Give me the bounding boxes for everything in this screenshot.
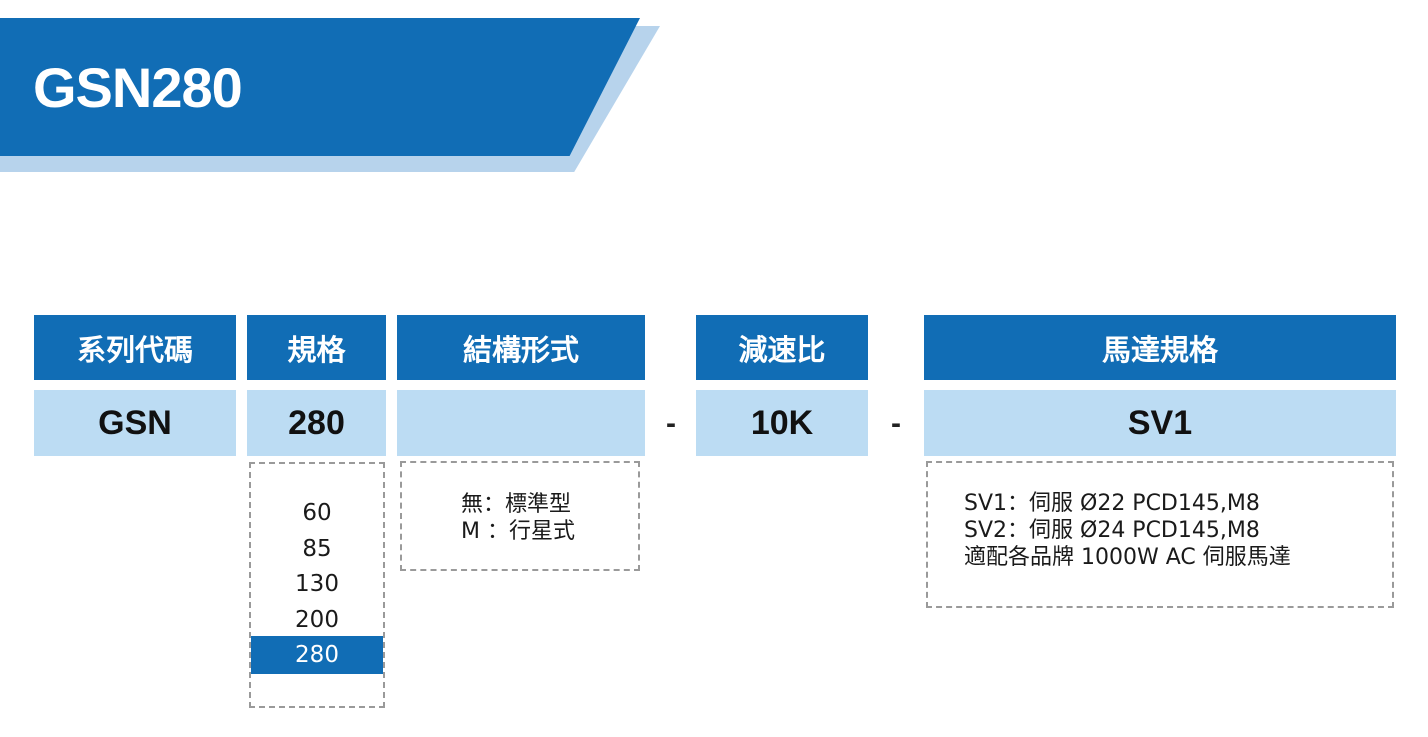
motor-note: 適配各品牌 1000W AC 伺服馬達 [964, 545, 1291, 570]
spec-option-selected: 280 [251, 636, 383, 674]
spec-option: 200 [295, 607, 339, 633]
header-reduction-ratio: 減速比 [696, 315, 868, 380]
separator-dash: - [666, 407, 676, 440]
structure-option: M ：行星式 [461, 519, 575, 544]
header-structure: 結構形式 [397, 315, 645, 380]
structure-option: 無：標準型 [461, 492, 572, 517]
value-motor-spec: SV1 [924, 390, 1396, 456]
motor-option: SV2：伺服 Ø24 PCD145,M8 [964, 518, 1260, 543]
page-title: GSN280 [33, 56, 243, 119]
separator-dash: - [891, 407, 901, 440]
header-motor-spec: 馬達規格 [924, 315, 1396, 380]
value-reduction-ratio: 10K [696, 390, 868, 456]
spec-options-box: 60 85 130 200 280 [249, 462, 385, 708]
value-spec: 280 [247, 390, 386, 456]
spec-option: 85 [302, 536, 332, 562]
header-spec: 規格 [247, 315, 386, 380]
motor-options-box: SV1：伺服 Ø22 PCD145,M8 SV2：伺服 Ø24 PCD145,M… [926, 461, 1394, 608]
value-structure [397, 390, 645, 456]
title-banner [0, 18, 640, 156]
spec-option: 60 [302, 500, 332, 526]
header-series-code: 系列代碼 [34, 315, 236, 380]
value-series-code: GSN [34, 390, 236, 456]
spec-option: 130 [295, 571, 339, 597]
structure-options-box: 無：標準型 M ：行星式 [400, 461, 640, 571]
motor-option: SV1：伺服 Ø22 PCD145,M8 [964, 491, 1260, 516]
